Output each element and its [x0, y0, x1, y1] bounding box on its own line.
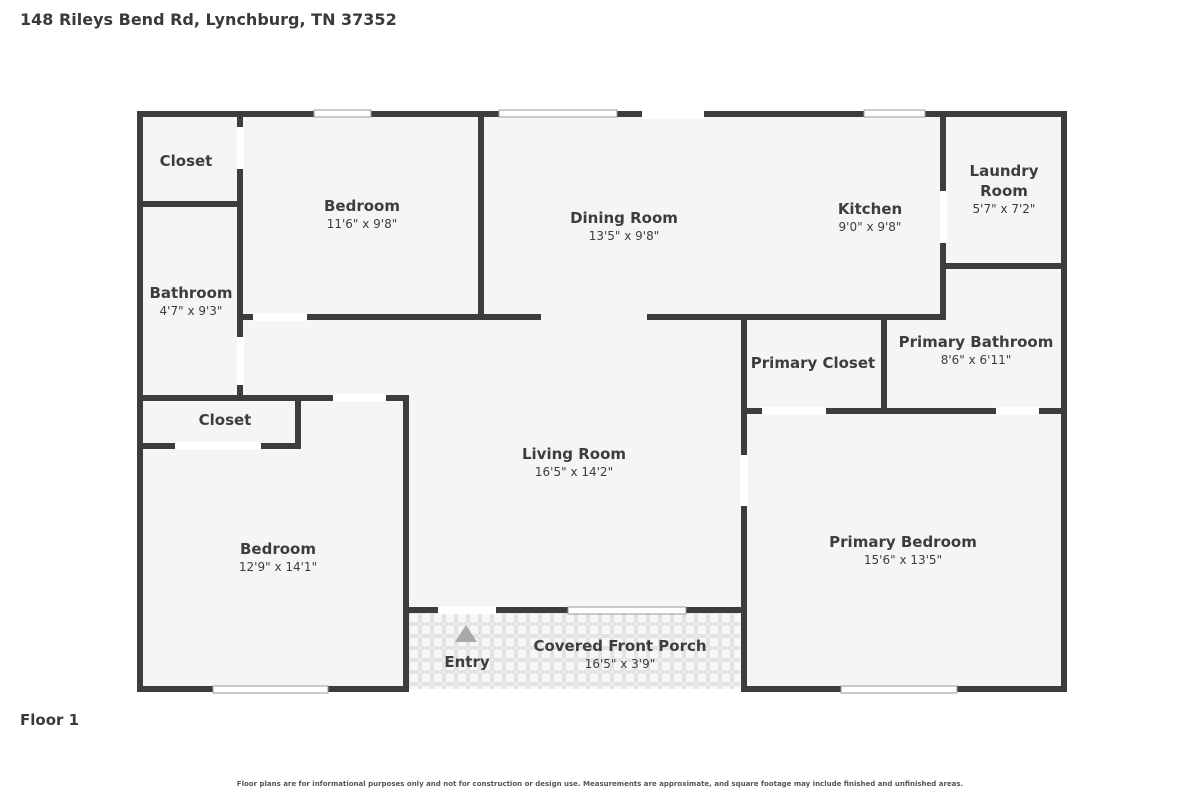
- window: [498, 109, 618, 118]
- room-porch-dim: 16'5" x 3'9": [585, 657, 656, 671]
- room-kitchen-dim: 9'0" x 9'8": [839, 220, 902, 234]
- room-living-dim: 16'5" x 14'2": [535, 465, 613, 479]
- door-openings: [175, 110, 1039, 614]
- disclaimer-text: Floor plans are for informational purpos…: [236, 780, 964, 788]
- entry-arrow-icon: [455, 625, 477, 642]
- room-primary-bedroom-dim: 15'6" x 13'5": [864, 553, 942, 567]
- room-laundry-name-line2: Room: [980, 182, 1028, 200]
- room-primary-bedroom-name: Primary Bedroom: [829, 533, 977, 551]
- window: [840, 685, 958, 694]
- room-closet-top-name: Closet: [160, 152, 213, 170]
- room-kitchen-name: Kitchen: [838, 200, 902, 218]
- window: [863, 109, 926, 118]
- room-bedroom-bottom-name: Bedroom: [240, 540, 316, 558]
- room-closet-mid-name: Closet: [199, 411, 252, 429]
- room-living-name: Living Room: [522, 445, 626, 463]
- room-bedroom-bottom-dim: 12'9" x 14'1": [239, 560, 317, 574]
- porch-floor: [408, 612, 740, 689]
- room-dining-name: Dining Room: [570, 209, 678, 227]
- room-dining-dim: 13'5" x 9'8": [589, 229, 660, 243]
- room-primary-closet-name: Primary Closet: [751, 354, 875, 372]
- room-bedroom-top-dim: 11'6" x 9'8": [327, 217, 398, 231]
- room-primary-bath-name: Primary Bathroom: [899, 333, 1054, 351]
- room-primary-bath-dim: 8'6" x 6'11": [941, 353, 1012, 367]
- windows: [212, 109, 958, 694]
- room-bathroom-dim: 4'7" x 9'3": [160, 304, 223, 318]
- window: [567, 606, 687, 615]
- window: [212, 685, 329, 694]
- floor-label: Floor 1: [20, 711, 80, 729]
- room-porch-name: Covered Front Porch: [533, 637, 706, 655]
- room-laundry-name-line1: Laundry: [970, 162, 1039, 180]
- address-title: 148 Rileys Bend Rd, Lynchburg, TN 37352: [20, 10, 397, 29]
- room-entry-name: Entry: [444, 653, 489, 671]
- room-bedroom-top-name: Bedroom: [324, 197, 400, 215]
- floor-area: [140, 114, 1064, 689]
- room-bathroom-name: Bathroom: [149, 284, 232, 302]
- window: [313, 109, 372, 118]
- room-laundry-dim: 5'7" x 7'2": [973, 202, 1036, 216]
